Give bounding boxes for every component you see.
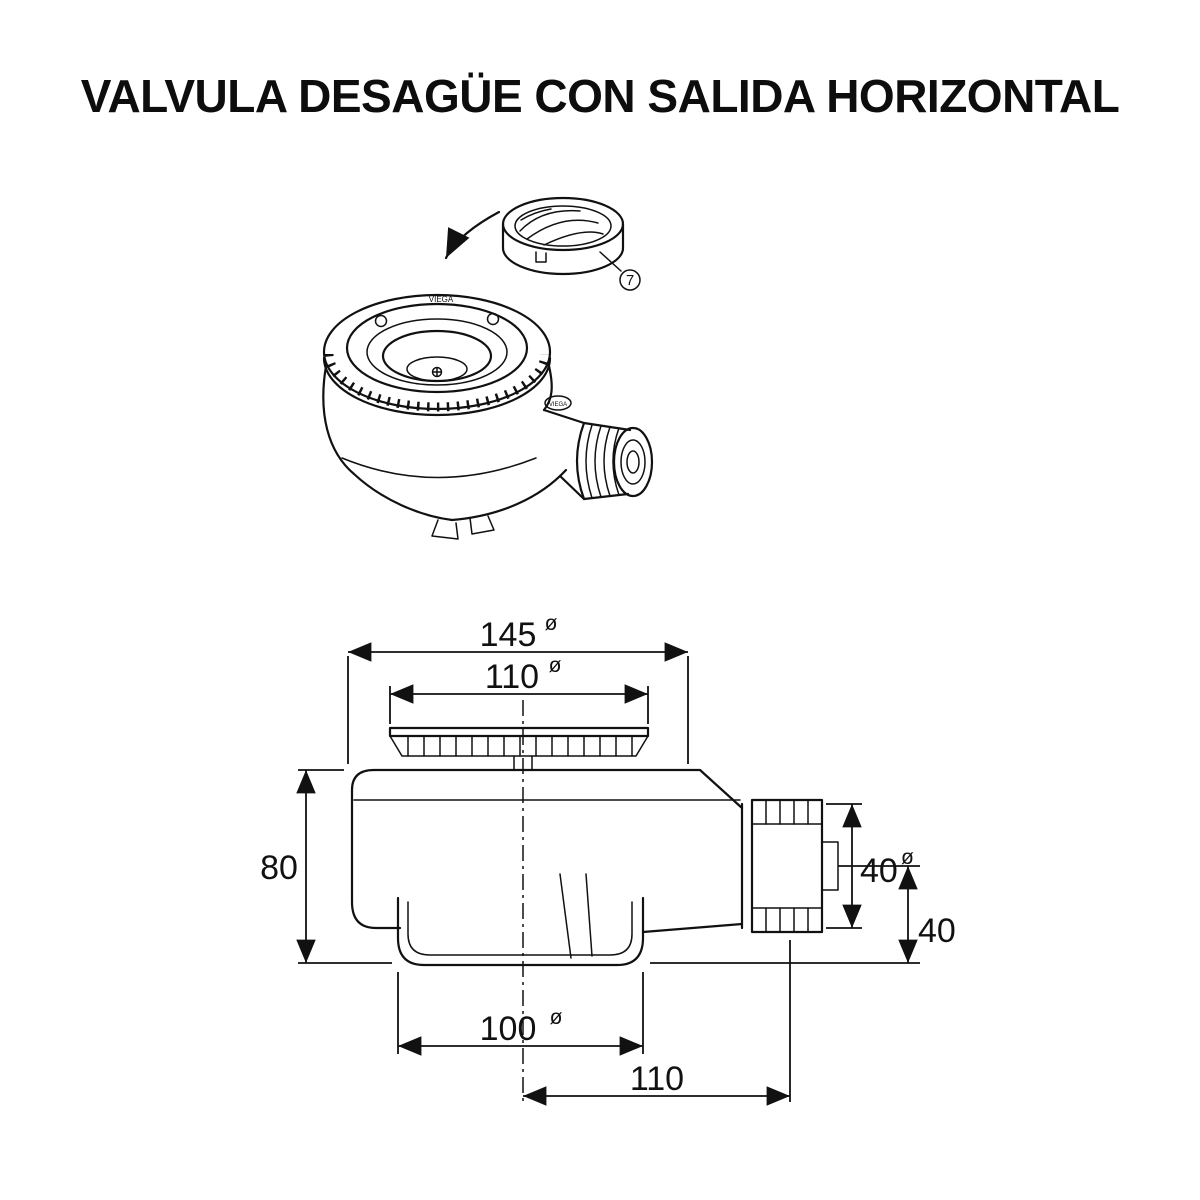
technical-diagram: 7 VIEGA bbox=[260, 196, 956, 1106]
outlet-nut-ribs bbox=[585, 424, 620, 499]
brand-mark-top: VIEGA bbox=[429, 295, 454, 304]
center-screw-cross bbox=[432, 367, 442, 377]
flange-lower-edge bbox=[322, 356, 552, 417]
flange-inner-ring bbox=[345, 302, 529, 394]
dip-tube bbox=[559, 873, 593, 959]
callout-leader-line bbox=[599, 251, 622, 272]
strainer-cap bbox=[501, 196, 625, 276]
dim-cup-diameter: 100 ø bbox=[397, 972, 644, 1056]
bowl-bottom bbox=[406, 356, 468, 382]
dim-145-diameter-symbol: ø bbox=[545, 612, 558, 635]
dim-outlet-offset: 110 bbox=[523, 940, 791, 1106]
callout-number: 7 bbox=[626, 272, 634, 289]
cover-plate bbox=[388, 726, 650, 771]
dim-40dia-diameter-symbol: ø bbox=[901, 846, 914, 869]
page-title: VALVULA DESAGÜE CON SALIDA HORIZONTAL bbox=[80, 70, 1120, 122]
plate-outline bbox=[388, 726, 650, 738]
plate-skirt bbox=[389, 735, 649, 757]
body-top-edge bbox=[350, 768, 744, 810]
outlet-3d bbox=[542, 408, 654, 501]
dim-40dia-value: 40 bbox=[860, 852, 898, 890]
dim-80-extension-lines bbox=[298, 769, 392, 964]
dim-145-value: 145 bbox=[480, 616, 537, 654]
body-seam bbox=[341, 457, 537, 479]
nut-outline bbox=[750, 798, 824, 934]
trap-body bbox=[350, 768, 744, 967]
outlet-collar bbox=[575, 421, 586, 501]
flange-screw-right-icon bbox=[486, 312, 500, 326]
dim-outlet-diameter: 40 ø bbox=[826, 803, 914, 929]
dim-outlet-height: 40 bbox=[650, 865, 956, 964]
outlet-nut-section bbox=[750, 798, 839, 934]
body-left-contour bbox=[322, 364, 454, 522]
dim-100-diameter-symbol: ø bbox=[550, 1006, 563, 1029]
section-view: 145 ø 110 ø 80 40 ø bbox=[260, 612, 956, 1106]
dim-145-extension-lines bbox=[347, 656, 689, 764]
outlet-end-bore bbox=[626, 450, 640, 474]
body-bottom-right-contour bbox=[450, 468, 568, 522]
dim-100-value: 100 bbox=[480, 1010, 537, 1048]
body-underside bbox=[641, 922, 744, 934]
body-right-contour bbox=[542, 364, 553, 412]
body-feet bbox=[431, 515, 495, 540]
outlet-cone bbox=[542, 408, 586, 501]
assembly-arrow-icon bbox=[444, 210, 501, 260]
callout-circle bbox=[619, 269, 641, 291]
dim-body-height: 80 bbox=[260, 769, 392, 964]
dim-110-diameter-symbol: ø bbox=[549, 654, 562, 677]
plate-stem bbox=[513, 755, 533, 771]
dim-110bot-value: 110 bbox=[630, 1060, 684, 1098]
outlet-stub bbox=[821, 841, 839, 891]
cup-outline bbox=[396, 896, 645, 967]
cap-side-wall bbox=[501, 222, 625, 276]
cap-notch bbox=[535, 251, 547, 263]
flange-screw-left-icon bbox=[374, 314, 388, 328]
dim-80-value: 80 bbox=[260, 849, 298, 887]
nut-teeth bbox=[765, 799, 809, 933]
flange-outer-ellipse bbox=[322, 293, 552, 411]
brand-badge bbox=[544, 395, 572, 411]
bowl-rim bbox=[366, 318, 508, 386]
dim-plate-width: 110 ø bbox=[389, 654, 649, 724]
nut-bands bbox=[751, 823, 823, 909]
cap-inner-rim bbox=[514, 205, 612, 247]
dim-overall-width: 145 ø bbox=[347, 612, 689, 764]
plate-slot-teeth bbox=[407, 735, 633, 757]
body-left-edge bbox=[350, 788, 402, 930]
valve-body-3d: VIEGA VIEGA bbox=[322, 293, 572, 540]
dim-110-value: 110 bbox=[485, 658, 539, 696]
brand-mark-badge: VIEGA bbox=[549, 402, 567, 408]
cap-strainer-slots bbox=[519, 208, 604, 246]
cap-callout: 7 bbox=[599, 251, 641, 291]
outlet-end-face bbox=[612, 426, 654, 498]
perspective-view: 7 VIEGA bbox=[322, 196, 654, 540]
dim-40h-value: 40 bbox=[918, 912, 956, 950]
outlet-end-inner bbox=[620, 439, 646, 485]
cup-inner-wall bbox=[407, 901, 633, 956]
